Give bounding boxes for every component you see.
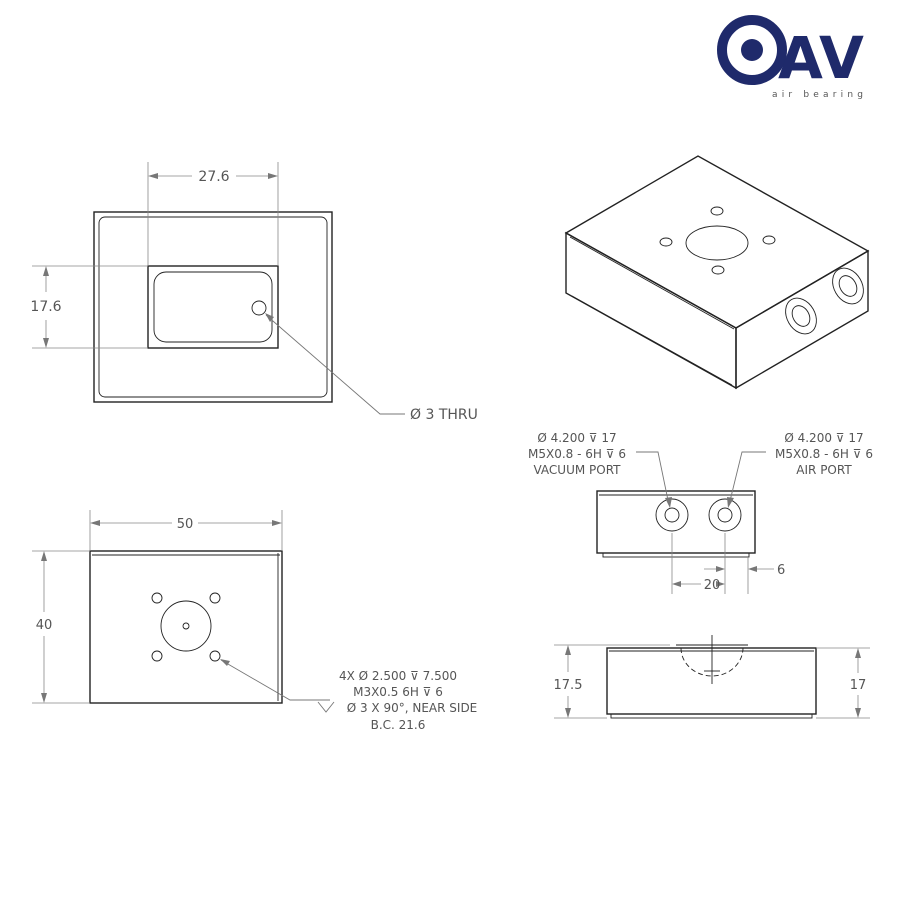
leader-arrowhead bbox=[665, 497, 672, 508]
vacuum-port-note-1: Ø 4.200 ⊽ 17 bbox=[537, 431, 616, 445]
air-port-note-2: M5X0.8 - 6H ⊽ 6 bbox=[775, 447, 873, 461]
air-port-hole bbox=[717, 507, 733, 523]
logo-wordmark: AV bbox=[778, 24, 864, 92]
countersink-symbol bbox=[317, 701, 335, 713]
top-view-outline bbox=[93, 211, 333, 403]
hole-callout-line-4: B.C. 21.6 bbox=[371, 718, 426, 732]
hole-leader-line bbox=[265, 314, 405, 415]
thru-hole-note: Ø 3 THRU bbox=[410, 407, 478, 423]
dim-arrowhead bbox=[672, 581, 681, 587]
bottom-view-outline bbox=[89, 550, 283, 704]
dim-arrowhead bbox=[748, 566, 757, 572]
dim-arrowhead bbox=[148, 173, 158, 179]
leader-arrowhead bbox=[727, 497, 734, 508]
bottom-view-height-dim: 40 bbox=[36, 618, 53, 633]
dim-arrowhead bbox=[565, 708, 571, 718]
iso-center-bore bbox=[685, 225, 749, 261]
iso-front-face bbox=[565, 231, 737, 390]
dim-arrowhead bbox=[272, 520, 282, 526]
iso-bottom-relief bbox=[571, 295, 733, 386]
mounting-hole bbox=[151, 592, 163, 604]
iso-mounting-hole bbox=[659, 237, 673, 247]
top-view-width-dim: 27.6 bbox=[198, 169, 229, 185]
iso-edge-line bbox=[569, 236, 735, 330]
dim-arrowhead bbox=[41, 551, 47, 561]
top-view: 27.6 17.6 Ø 3 THRU bbox=[30, 162, 478, 423]
leader-arrowhead bbox=[220, 659, 230, 666]
air-port-counterbore bbox=[708, 498, 742, 532]
top-view-pocket bbox=[147, 265, 279, 349]
top-view-thru-hole bbox=[251, 300, 267, 316]
top-view-height-dim: 17.6 bbox=[30, 299, 61, 315]
dim-arrowhead bbox=[90, 520, 100, 526]
dim-arrowhead bbox=[855, 648, 861, 658]
dim-arrowhead bbox=[716, 566, 725, 572]
leader-arrowhead bbox=[265, 313, 274, 322]
center-hole bbox=[182, 622, 190, 630]
port-offset-dim: 6 bbox=[777, 563, 785, 578]
vacuum-port-hole bbox=[664, 507, 680, 523]
iso-port-inner bbox=[791, 305, 811, 327]
hole-callout-line-1: 4X Ø 2.500 ⊽ 7.500 bbox=[339, 669, 457, 683]
end-view-outline bbox=[606, 647, 817, 715]
air-port-note-1: Ø 4.200 ⊽ 17 bbox=[784, 431, 863, 445]
dim-arrowhead bbox=[716, 581, 725, 587]
iso-port-outer bbox=[832, 267, 864, 305]
top-view-pocket-floor bbox=[153, 271, 273, 343]
side-view: Ø 4.200 ⊽ 17 M5X0.8 - 6H ⊽ 6 VACUUM PORT… bbox=[528, 431, 873, 594]
dim-arrowhead bbox=[268, 173, 278, 179]
iso-mounting-hole bbox=[762, 235, 776, 245]
iso-port-inner bbox=[838, 275, 858, 297]
isometric-view bbox=[564, 155, 870, 390]
top-view-inner-outline bbox=[98, 216, 328, 398]
vacuum-port-note-3: VACUUM PORT bbox=[533, 463, 621, 477]
vacuum-port-leader bbox=[636, 451, 670, 506]
iso-port-outer bbox=[785, 297, 817, 335]
dim-arrowhead bbox=[43, 266, 49, 276]
port-spacing-dim: 20 bbox=[704, 578, 721, 593]
vacuum-port-counterbore bbox=[655, 498, 689, 532]
company-logo: AV air bearing bbox=[717, 15, 867, 100]
iso-top-face bbox=[564, 155, 870, 329]
center-bore bbox=[160, 600, 212, 652]
bottom-view-width-dim: 50 bbox=[177, 517, 194, 532]
mounting-hole bbox=[151, 650, 163, 662]
vacuum-port-note-2: M5X0.8 - 6H ⊽ 6 bbox=[528, 447, 626, 461]
hole-callout-line-2: M3X0.5 6H ⊽ 6 bbox=[353, 685, 443, 699]
iso-mounting-hole bbox=[711, 265, 725, 275]
dim-arrowhead bbox=[565, 645, 571, 655]
dim-arrowhead bbox=[43, 338, 49, 348]
mounting-hole bbox=[209, 650, 221, 662]
hole-callout-line-3: Ø 3 X 90°, NEAR SIDE bbox=[347, 701, 478, 715]
end-view: 17.5 17 bbox=[554, 635, 870, 719]
mounting-hole bbox=[209, 592, 221, 604]
end-view-left-height-dim: 17.5 bbox=[554, 678, 583, 693]
end-view-relief bbox=[610, 713, 813, 719]
logo-dot-mark bbox=[741, 39, 763, 61]
hole-leader-line bbox=[220, 659, 330, 701]
hidden-bore-arc bbox=[680, 647, 744, 677]
logo-tagline: air bearing bbox=[772, 90, 867, 100]
side-view-relief bbox=[602, 552, 750, 558]
air-port-leader bbox=[728, 451, 766, 506]
bottom-view: 50 40 4X Ø 2.500 ⊽ 7.500 M3X0.5 6H ⊽ 6 Ø… bbox=[32, 510, 477, 732]
air-port-note-3: AIR PORT bbox=[796, 463, 852, 477]
end-view-right-height-dim: 17 bbox=[850, 678, 867, 693]
dim-arrowhead bbox=[41, 693, 47, 703]
logo-ring-mark bbox=[717, 15, 787, 85]
dim-arrowhead bbox=[855, 708, 861, 718]
iso-mounting-hole bbox=[710, 206, 724, 216]
iso-side-face bbox=[735, 249, 869, 390]
